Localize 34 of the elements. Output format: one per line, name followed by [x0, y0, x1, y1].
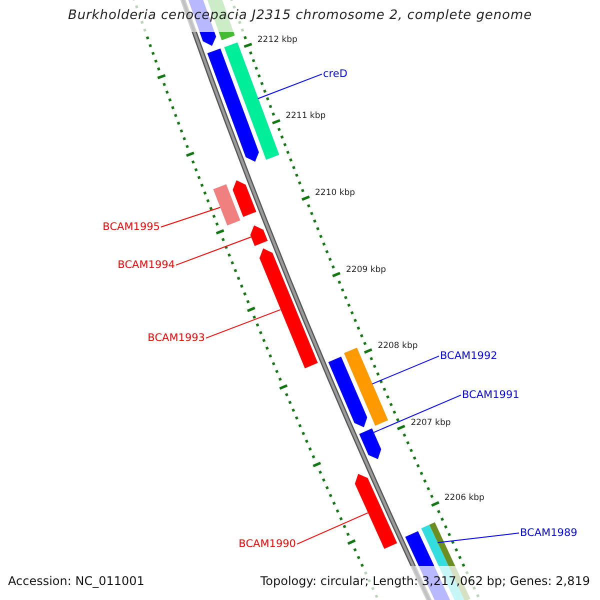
gene-feature — [207, 48, 259, 162]
gene-label: BCAM1994 — [118, 259, 175, 272]
gene-label: BCAM1992 — [440, 350, 498, 362]
tick-label: 2208 kbp — [378, 342, 418, 352]
gene-feature — [354, 474, 398, 549]
leader-line — [437, 532, 520, 544]
gene-label: BCAM1989 — [520, 527, 578, 540]
gene-feature — [260, 248, 318, 368]
leader-line — [176, 236, 252, 266]
gene-feature — [250, 225, 268, 246]
gene-feature — [328, 356, 368, 428]
gene-label: BCAM1993 — [148, 332, 205, 344]
accession-text: Accession: NC_011001 — [8, 575, 144, 589]
gene-label: BCAM1990 — [238, 538, 296, 550]
tick-label: 2207 kbp — [410, 418, 451, 428]
leader-line — [296, 512, 368, 545]
gene-feature — [232, 180, 256, 217]
gene-label: BCAM1991 — [462, 389, 520, 402]
gene-bar — [224, 42, 280, 160]
tick-label: 2206 kbp — [444, 494, 484, 504]
tick-label: 2210 kbp — [315, 188, 356, 198]
tick-label: 2209 kbp — [346, 266, 386, 276]
title: Burkholderia cenocepacia J2315 chromosome 2, complete genome — [66, 9, 534, 24]
leader-line — [373, 394, 462, 433]
gene-feature — [359, 428, 382, 460]
tick-label: 2212 kbp — [257, 36, 298, 46]
leader-line — [206, 309, 281, 339]
gene-label: BCAM1995 — [102, 221, 160, 234]
tick-label: 2211 kbp — [286, 112, 326, 122]
genome-summary-text: Topology: circular; Length: 3,217,062 bp; Genes: 2,819 — [260, 575, 590, 589]
gene-bar — [213, 184, 240, 226]
gene-bar — [344, 348, 388, 426]
gene-label: creD — [323, 68, 348, 80]
leader-line — [257, 74, 322, 100]
